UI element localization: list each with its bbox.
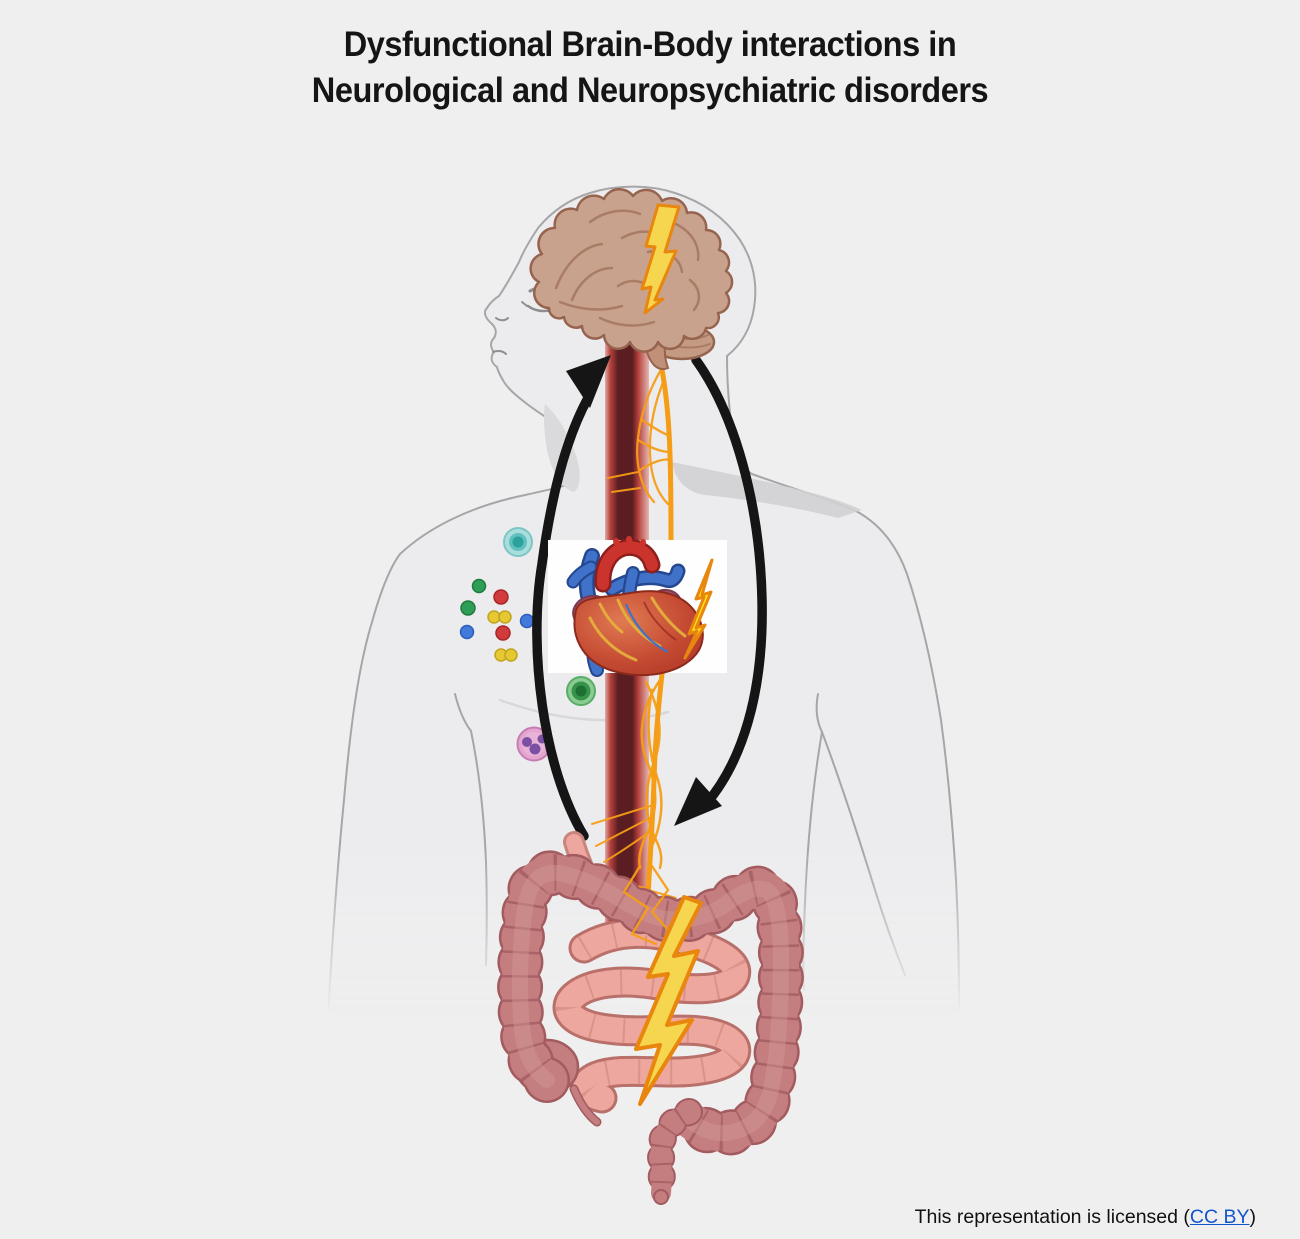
- vagus-gut-branches: [622, 864, 672, 946]
- blue-molecule: [519, 613, 535, 629]
- page-title: Dysfunctional Brain-Body interactions in…: [46, 22, 1255, 114]
- immune-molecules: [459, 527, 596, 762]
- ascending-body-to-brain-arrow: [532, 355, 611, 841]
- descending-brain-to-body-arrow: [674, 355, 767, 826]
- trapezius-shadow: [672, 462, 862, 518]
- ventricles: [573, 590, 704, 677]
- neck-shadow: [543, 404, 580, 492]
- yellow-molecule-pair: [487, 610, 512, 624]
- license-text-suffix: ): [1249, 1206, 1257, 1228]
- eyelash: [521, 301, 528, 307]
- left-arm-seam: [470, 730, 488, 966]
- license-note: This representation is licensed (CC BY): [915, 1206, 1256, 1229]
- red-molecule: [493, 589, 509, 605]
- page-title-line1: Dysfunctional Brain-Body interactions in: [343, 25, 957, 64]
- right-torso-edge: [802, 731, 823, 991]
- mouth-line: [492, 349, 507, 355]
- yellow-molecule-pair: [494, 648, 518, 662]
- green-immune-cell: [566, 676, 596, 706]
- pectoral-line: [498, 698, 670, 722]
- brain-illustration: [529, 187, 734, 370]
- left-armpit-crease: [454, 693, 472, 732]
- heart-illustration: [566, 536, 704, 677]
- right-arm-seam: [821, 731, 906, 976]
- right-armpit-crease: [815, 693, 823, 733]
- large-intestine: [497, 850, 805, 1207]
- down-arrowhead-icon: [674, 777, 722, 826]
- heart-panel: [548, 536, 727, 677]
- red-molecule: [495, 625, 511, 641]
- heart-lightning-bolt-icon: [683, 558, 714, 660]
- page-title-line2: Neurological and Neuropsychiatric disord…: [311, 71, 989, 110]
- up-arrowhead-icon: [566, 355, 611, 408]
- gut-lightning-bolt-icon: [634, 895, 703, 1106]
- green-molecule: [460, 600, 476, 616]
- license-text-prefix: This representation is licensed (: [914, 1206, 1190, 1228]
- green-molecule: [471, 578, 487, 594]
- teal-immune-cell: [503, 527, 533, 557]
- cerebrum: [529, 187, 734, 353]
- nostril: [495, 317, 509, 322]
- cc-by-link[interactable]: CC BY: [1189, 1206, 1250, 1228]
- brain-lightning-bolt-icon: [640, 203, 681, 315]
- intestines-illustration: [497, 831, 805, 1207]
- rectum: [646, 1098, 703, 1207]
- vagus-nerve-pathway: [591, 361, 677, 931]
- blue-molecule: [459, 624, 475, 640]
